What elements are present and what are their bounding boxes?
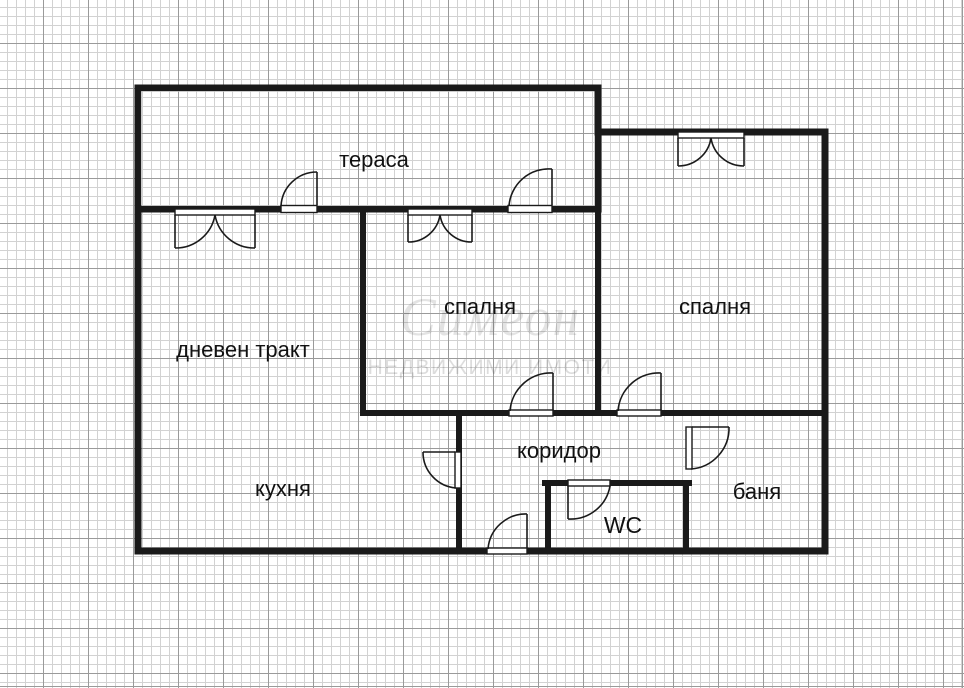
room-label-terrace: тераса: [339, 147, 409, 172]
door-wc: [567, 479, 611, 520]
room-label-bathroom: баня: [732, 479, 782, 504]
door-mid-bedroom-exit: [508, 372, 554, 417]
room-label-wc: WC: [603, 512, 643, 538]
door-terrace-right: [507, 168, 553, 214]
door-terrace-left: [280, 171, 318, 214]
door-bathroom: [685, 426, 730, 470]
door-group: [174, 131, 745, 555]
room-label-bedroom-right: спалня: [678, 294, 752, 319]
room-label-bedroom-middle: спалня: [443, 294, 517, 319]
wall-group: [134, 84, 829, 555]
wall-terrace-inner-hatch: [141, 91, 595, 206]
room-label-living: дневен тракт: [176, 337, 310, 362]
door-kitchen-bottom: [486, 513, 528, 555]
door-right-bedroom-exit: [616, 372, 662, 417]
door-right-bedroom-double: [677, 131, 745, 167]
door-living-double: [174, 208, 256, 249]
door-mid-bedroom-double: [407, 208, 473, 243]
door-kitchen-corridor: [422, 451, 462, 489]
room-label-corridor: коридор: [517, 438, 601, 463]
room-label-kitchen: кухня: [255, 476, 311, 501]
